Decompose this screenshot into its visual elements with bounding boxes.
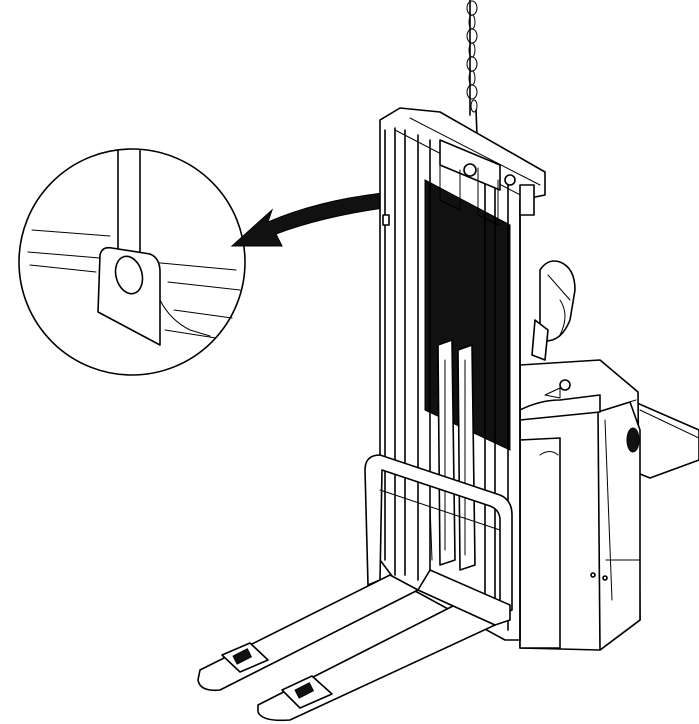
- stacker-machine: [197, 107, 699, 722]
- arrow-icon: [230, 189, 419, 247]
- detail-magnifier-icon: [18, 148, 246, 376]
